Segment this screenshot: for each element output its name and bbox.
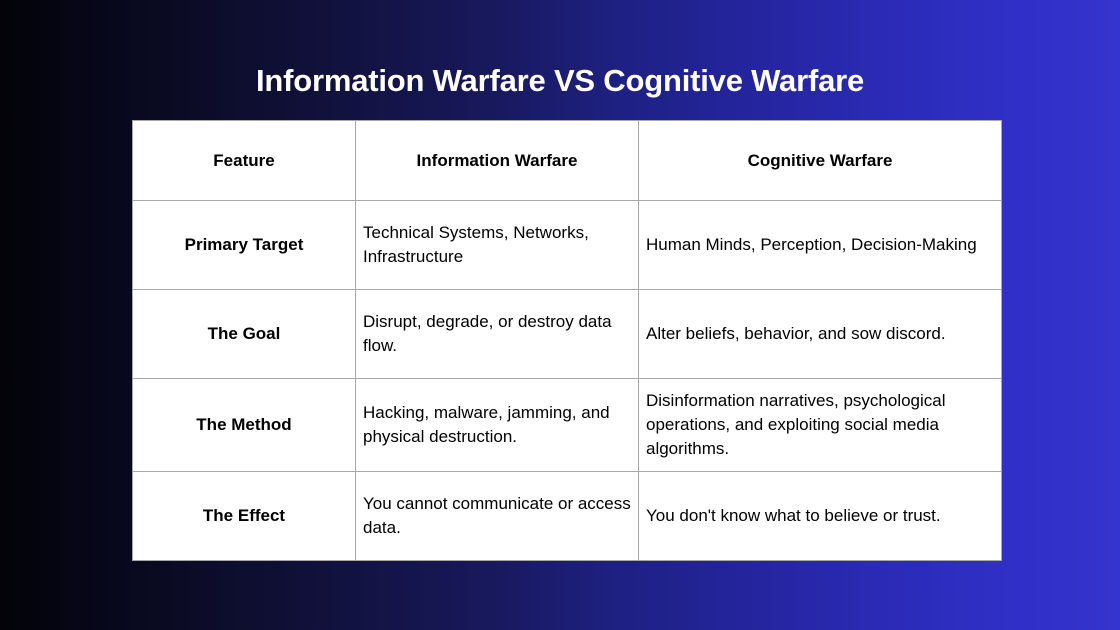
- table-row: Primary Target Technical Systems, Networ…: [132, 200, 1002, 290]
- cell-the-goal-information-warfare: Disrupt, degrade, or destroy data flow.: [355, 289, 639, 379]
- cell-primary-target-cognitive-warfare: Human Minds, Perception, Decision-Making: [638, 200, 1002, 290]
- column-header-information-warfare: Information Warfare: [355, 120, 639, 201]
- cell-the-method-information-warfare: Hacking, malware, jamming, and physical …: [355, 378, 639, 472]
- cell-the-effect-information-warfare: You cannot communicate or access data.: [355, 471, 639, 561]
- page-title: Information Warfare VS Cognitive Warfare: [255, 63, 865, 98]
- column-header-feature: Feature: [132, 120, 356, 201]
- table-row: The Method Hacking, malware, jamming, an…: [132, 378, 1002, 472]
- row-label-the-effect: The Effect: [132, 471, 356, 561]
- cell-primary-target-information-warfare: Technical Systems, Networks, Infrastruct…: [355, 200, 639, 290]
- cell-the-goal-cognitive-warfare: Alter beliefs, behavior, and sow discord…: [638, 289, 1002, 379]
- column-header-cognitive-warfare: Cognitive Warfare: [638, 120, 1002, 201]
- cell-the-effect-cognitive-warfare: You don't know what to believe or trust.: [638, 471, 1002, 561]
- table-row: The Effect You cannot communicate or acc…: [132, 471, 1002, 561]
- row-label-the-goal: The Goal: [132, 289, 356, 379]
- comparison-table: Feature Information Warfare Cognitive Wa…: [132, 120, 1002, 561]
- row-label-primary-target: Primary Target: [132, 200, 356, 290]
- table-row: The Goal Disrupt, degrade, or destroy da…: [132, 289, 1002, 379]
- row-label-the-method: The Method: [132, 378, 356, 472]
- table-header-row: Feature Information Warfare Cognitive Wa…: [132, 120, 1002, 201]
- cell-the-method-cognitive-warfare: Disinformation narratives, psychological…: [638, 378, 1002, 472]
